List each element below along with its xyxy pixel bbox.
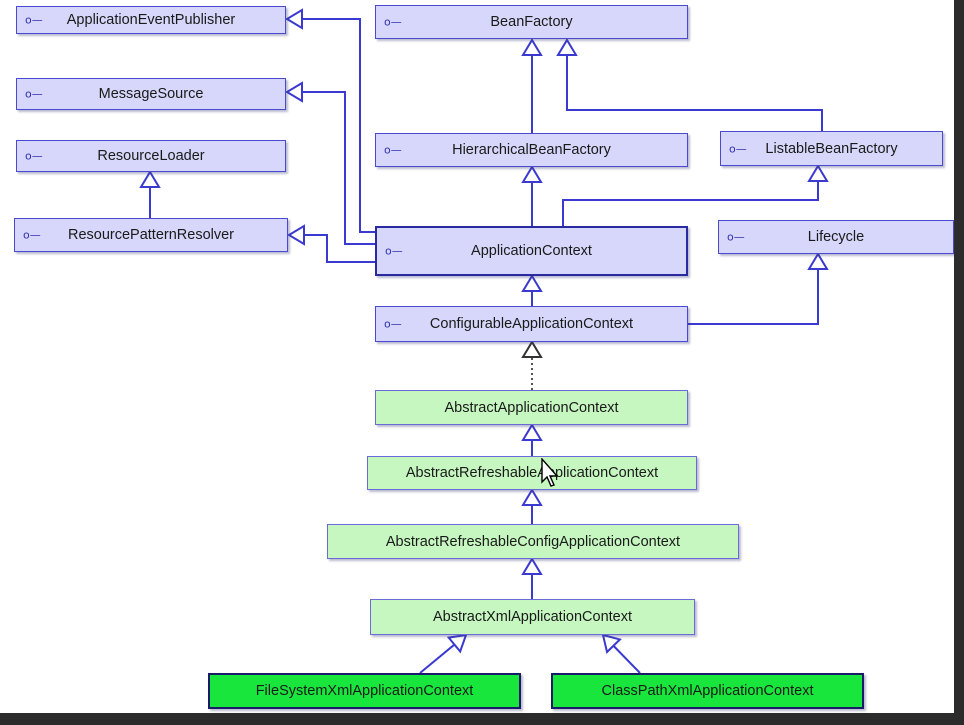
node-message-source[interactable]: o— MessageSource (16, 78, 286, 110)
interface-icon: o— (384, 317, 402, 331)
node-label: HierarchicalBeanFactory (452, 142, 611, 158)
generalization-arrowhead-icon (287, 224, 305, 246)
generalization-arrowhead-icon (285, 8, 303, 30)
node-label: ClassPathXmlApplicationContext (601, 683, 814, 699)
inheritance-edge (419, 633, 468, 674)
inheritance-edge (601, 633, 641, 674)
interface-icon: o— (384, 143, 402, 157)
inheritance-edge (521, 165, 543, 226)
node-abstract-application-context[interactable]: AbstractApplicationContext (375, 390, 688, 425)
node-label: AbstractXmlApplicationContext (432, 609, 633, 625)
inheritance-edge (688, 252, 829, 325)
node-label: ListableBeanFactory (765, 140, 898, 157)
node-resource-loader[interactable]: o— ResourceLoader (16, 140, 286, 172)
interface-icon: o— (729, 142, 747, 155)
node-label: ConfigurableApplicationContext (429, 316, 634, 332)
node-abstract-refreshable-application-context[interactable]: AbstractRefreshableApplicationContext (367, 456, 697, 490)
interface-icon: o— (25, 13, 43, 27)
interface-icon: o— (25, 87, 43, 101)
inheritance-edge (521, 340, 543, 390)
generalization-arrowhead-icon (601, 633, 622, 654)
inheritance-edge (285, 8, 375, 233)
edge-line (302, 91, 375, 245)
edge-line (419, 643, 456, 674)
inheritance-edge (562, 164, 829, 226)
inheritance-edge (521, 488, 543, 524)
generalization-arrowhead-icon (521, 340, 543, 358)
generalization-arrowhead-icon (807, 252, 829, 270)
interface-icon: o— (727, 230, 745, 244)
node-abstract-refreshable-config-application-context[interactable]: AbstractRefreshableConfigApplicationCont… (327, 524, 739, 559)
node-application-context[interactable]: o— ApplicationContext (375, 226, 688, 276)
inheritance-edge (287, 224, 375, 263)
node-label: FileSystemXmlApplicationContext (255, 683, 474, 699)
interface-icon: o— (25, 149, 43, 163)
edge-line (612, 645, 641, 674)
inheritance-edge (139, 170, 161, 218)
interface-icon: o— (23, 228, 41, 242)
generalization-arrowhead-icon (446, 633, 468, 654)
generalization-arrowhead-icon (139, 170, 161, 188)
node-label: MessageSource (98, 86, 204, 102)
node-class-path-xml-application-context[interactable]: ClassPathXmlApplicationContext (551, 673, 864, 709)
node-label: BeanFactory (490, 14, 573, 30)
interface-icon: o— (384, 15, 402, 29)
generalization-arrowhead-icon (521, 557, 543, 575)
generalization-arrowhead-icon (285, 81, 303, 103)
node-hierarchical-bean-factory[interactable]: o— HierarchicalBeanFactory (375, 133, 688, 167)
edge-line (688, 269, 819, 325)
inheritance-edge (521, 557, 543, 599)
generalization-arrowhead-icon (521, 38, 543, 56)
interface-icon: o— (385, 244, 403, 258)
inheritance-edge (521, 274, 543, 306)
window-frame-right (954, 0, 964, 725)
inheritance-edge (521, 423, 543, 456)
node-lifecycle[interactable]: o— Lifecycle (718, 220, 954, 254)
node-file-system-xml-application-context[interactable]: FileSystemXmlApplicationContext (208, 673, 521, 709)
node-label: ResourcePatternResolver (67, 227, 235, 243)
generalization-arrowhead-icon (521, 165, 543, 183)
node-label: Lifecycle (807, 229, 865, 245)
generalization-arrowhead-icon (521, 423, 543, 441)
inheritance-edge (521, 38, 543, 133)
node-abstract-xml-application-context[interactable]: AbstractXmlApplicationContext (370, 599, 695, 635)
node-resource-pattern-resolver[interactable]: o— ResourcePatternResolver (14, 218, 288, 252)
inheritance-edge (556, 38, 823, 131)
node-application-event-publisher[interactable]: o— ApplicationEventPublisher (16, 6, 286, 34)
edge-line (566, 55, 823, 131)
node-label: AbstractRefreshableApplicationContext (405, 465, 659, 481)
generalization-arrowhead-icon (521, 488, 543, 506)
node-label: AbstractRefreshableConfigApplicationCont… (385, 533, 681, 550)
node-label: ResourceLoader (97, 148, 205, 164)
generalization-arrowhead-icon (807, 164, 829, 182)
generalization-arrowhead-icon (521, 274, 543, 292)
generalization-arrowhead-icon (556, 38, 578, 56)
node-listable-bean-factory[interactable]: o— ListableBeanFactory (720, 131, 943, 166)
node-label: AbstractApplicationContext (444, 399, 619, 416)
mouse-cursor-icon (541, 458, 559, 487)
node-bean-factory[interactable]: o— BeanFactory (375, 5, 688, 39)
node-label: ApplicationContext (471, 243, 592, 259)
node-configurable-application-context[interactable]: o— ConfigurableApplicationContext (375, 306, 688, 342)
window-frame-bottom (0, 713, 964, 725)
edge-line (302, 18, 375, 233)
edge-line (304, 234, 375, 263)
node-label: ApplicationEventPublisher (66, 12, 236, 28)
inheritance-edge (285, 81, 375, 245)
